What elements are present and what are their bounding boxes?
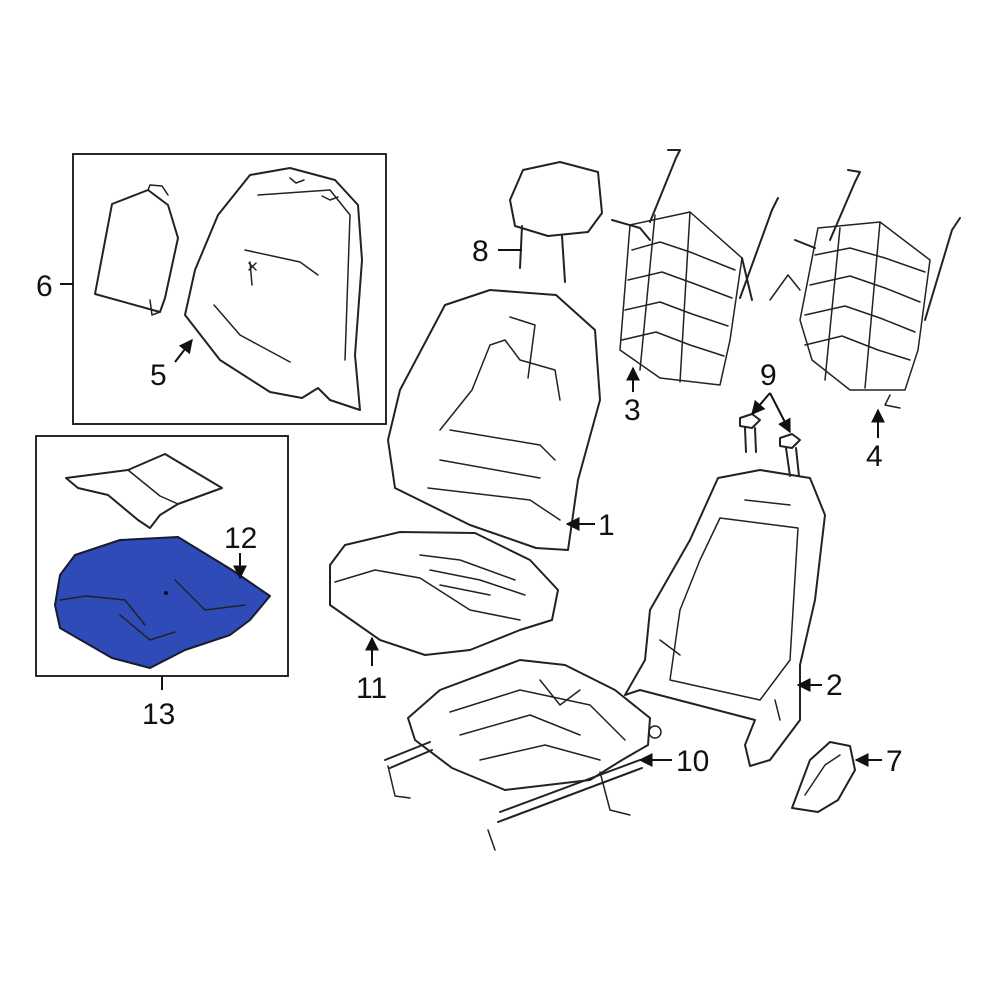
callout-2: 2	[826, 669, 843, 702]
leader-lines	[60, 249, 885, 767]
callout-13: 13	[142, 698, 175, 731]
seat-track-part	[384, 659, 662, 851]
spring-mat-right-part	[769, 169, 961, 409]
callout-10: 10	[676, 745, 709, 778]
callout-8: 8	[472, 235, 489, 268]
callout-6: 6	[36, 270, 53, 303]
cushion-pad-part-highlighted	[54, 536, 271, 669]
cushion-pad-shape	[54, 536, 271, 669]
back-panel-part	[94, 184, 179, 316]
callout-4: 4	[866, 440, 883, 473]
recliner-cover-part	[791, 741, 856, 813]
seat-back-frame-part	[624, 469, 826, 767]
headrest-part	[509, 161, 603, 283]
group-box-6	[72, 153, 387, 425]
seat-back-pad-part	[184, 167, 363, 411]
headrest-guides-part	[739, 413, 801, 477]
callout-9: 9	[760, 359, 777, 392]
seat-cushion-part	[329, 531, 559, 656]
cushion-panel-part	[65, 453, 223, 529]
callout-5: 5	[150, 359, 167, 392]
callout-11: 11	[356, 672, 387, 705]
seat-back-part	[387, 289, 601, 551]
callout-12: 12	[224, 522, 257, 555]
callout-1: 1	[598, 509, 615, 542]
callout-3: 3	[624, 394, 641, 427]
callout-7: 7	[886, 745, 903, 778]
spring-mat-left-part	[611, 149, 779, 386]
